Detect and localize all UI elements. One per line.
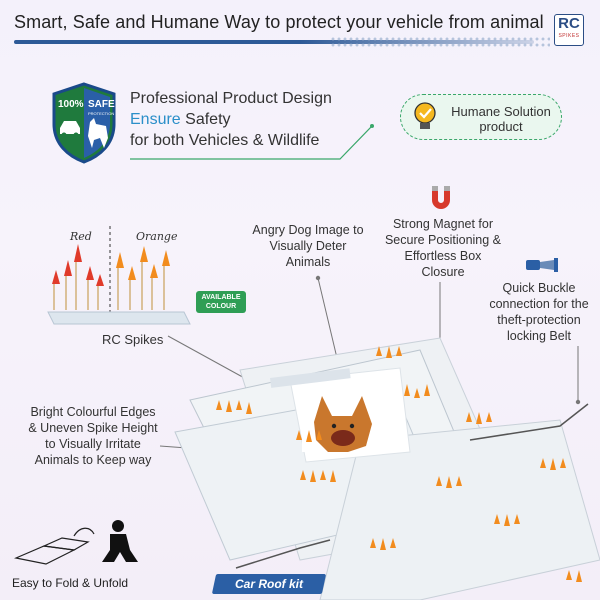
intro-line-2: Ensure Safety	[130, 109, 332, 130]
fold-unfold-icon	[14, 520, 138, 565]
intro-line-1: Professional Product Design	[130, 90, 332, 107]
intro-accent-word: Ensure	[130, 111, 181, 128]
page-headline: Smart, Safe and Humane Way to protect yo…	[14, 12, 544, 32]
buckle-caption: Quick Buckle connection for the theft-pr…	[489, 281, 589, 343]
rc-spikes-caption: RC Spikes	[102, 332, 164, 347]
locking-belt	[469, 403, 589, 441]
red-spikes-group	[52, 244, 104, 286]
bright-edges-caption: Bright Colourful Edges & Uneven Spike He…	[28, 405, 158, 467]
headline-dot-pattern	[330, 36, 550, 48]
badge-safe: SAFE	[88, 99, 115, 110]
dog-silhouette-icon	[88, 118, 108, 148]
safe-protection-shield-icon: 100% SAFE PROTECTION	[52, 82, 116, 164]
badge-percent: 100%	[58, 99, 84, 110]
orange-label: Orange	[136, 230, 178, 243]
logo-main-text: RC	[558, 15, 580, 32]
magnet-caption: Strong Magnet for Secure Positioning & E…	[384, 217, 502, 279]
intro-line-2-rest: Safety	[180, 111, 231, 128]
badge-protection: PROTECTION	[88, 111, 114, 116]
humane-solution-text: Humane Solution product	[451, 104, 551, 134]
angry-dog-image	[302, 386, 392, 452]
buckle-strap	[235, 539, 331, 569]
intro-connector-line	[130, 125, 373, 160]
car-roof-kit-tag: Car Roof kit	[211, 574, 327, 594]
intro-text: Professional Product Design Ensure Safet…	[130, 88, 332, 151]
dog-image-caption: Angry Dog Image to Visually Deter Animal…	[252, 223, 364, 269]
intro-line-3: for both Vehicles & Wildlife	[130, 132, 320, 149]
buckle-icon	[526, 258, 558, 272]
brand-logo: RC SPIKES	[554, 14, 584, 46]
orange-spikes-group	[116, 246, 170, 280]
red-label: Red	[70, 230, 92, 243]
car-icon	[60, 121, 80, 138]
spikes-pointer-line	[167, 335, 249, 381]
available-colour-badge: AVAILABLE COLOUR	[196, 291, 246, 313]
fold-caption: Easy to Fold & Unfold	[12, 576, 129, 590]
board-spikes	[216, 346, 582, 582]
car-roof-kit-label: Car Roof kit	[234, 577, 303, 591]
logo-sub-text: SPIKES	[558, 33, 580, 39]
spikes-sample-image	[47, 226, 191, 325]
headline-underline	[14, 40, 534, 44]
magnet-icon	[432, 186, 450, 209]
bulb-check-icon	[414, 102, 436, 129]
